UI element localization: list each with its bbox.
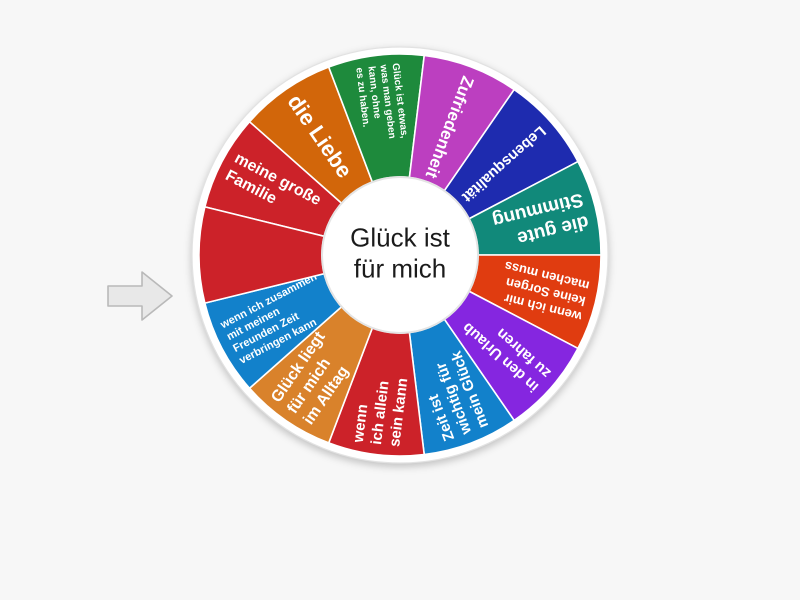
wheel-segment-label-line: wenn [350, 403, 372, 444]
arrow-right-icon [107, 271, 173, 321]
wheel-pointer [104, 266, 176, 326]
wheel-hub-ring [321, 176, 479, 334]
wheel-center-label-line: Glück ist [350, 222, 450, 252]
wheel-center-label-line: für mich [354, 253, 446, 283]
wheel-hub [322, 177, 478, 333]
